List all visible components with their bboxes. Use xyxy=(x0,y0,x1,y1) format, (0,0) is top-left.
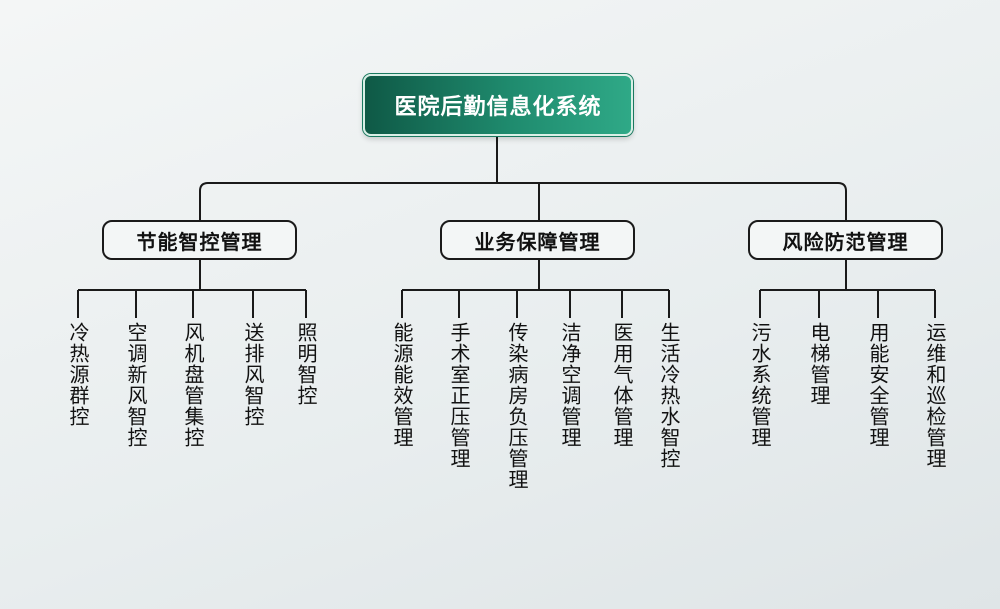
root-node: 医院后勤信息化系统 xyxy=(363,74,633,136)
leaf-node: 生活冷热水智控 xyxy=(657,322,681,469)
category-node-service: 业务保障管理 xyxy=(440,220,635,260)
leaf-node: 送排风智控 xyxy=(241,322,265,427)
leaf-node: 洁净空调管理 xyxy=(558,322,582,448)
leaf-node: 医用气体管理 xyxy=(610,322,634,448)
leaf-node: 冷热源群控 xyxy=(66,322,90,427)
leaf-node: 用能安全管理 xyxy=(866,322,890,448)
leaf-node: 电梯管理 xyxy=(807,322,831,406)
leaf-node: 照明智控 xyxy=(294,322,318,406)
category-label: 风险防范管理 xyxy=(782,229,909,254)
leaf-node: 手术室正压管理 xyxy=(447,322,471,469)
category-label: 业务保障管理 xyxy=(474,229,601,254)
category-node-risk: 风险防范管理 xyxy=(748,220,943,260)
root-label: 医院后勤信息化系统 xyxy=(394,95,602,120)
leaf-node: 污水系统管理 xyxy=(748,322,772,448)
category-label: 节能智控管理 xyxy=(136,229,263,254)
leaf-node: 运维和巡检管理 xyxy=(923,322,947,469)
category-node-energy: 节能智控管理 xyxy=(102,220,297,260)
leaf-node: 风机盘管集控 xyxy=(181,322,205,448)
leaf-node: 空调新风智控 xyxy=(124,322,148,448)
leaf-node: 传染病房负压管理 xyxy=(505,322,529,490)
leaf-node: 能源能效管理 xyxy=(390,322,414,448)
